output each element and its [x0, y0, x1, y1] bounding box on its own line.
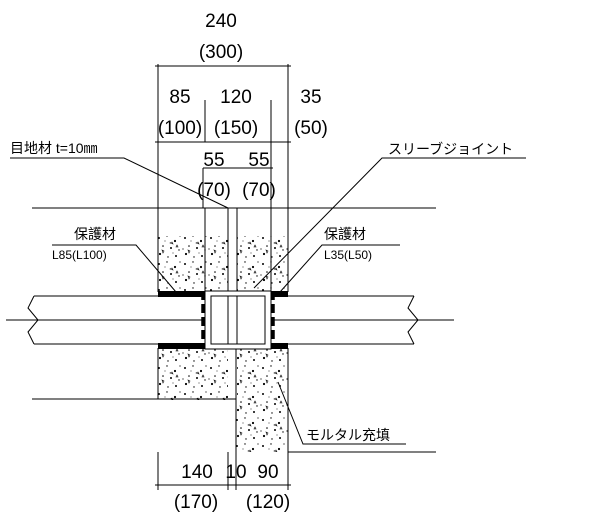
label-protector-left-size: L85(L100)	[52, 248, 107, 262]
dim-gap-right: 55	[248, 150, 269, 171]
dim-top-right: 35	[300, 87, 321, 108]
leader-lines	[10, 157, 526, 445]
dim-bottom-right: 90	[257, 462, 278, 483]
dim-bottom-mid: 10	[225, 462, 246, 483]
dim-top-mid: 120	[220, 87, 252, 108]
dim-gap-right-alt: (70)	[242, 180, 276, 201]
dimension-lines	[155, 64, 291, 490]
dim-top-mid-alt: (150)	[214, 118, 258, 139]
dim-top-left-alt: (100)	[158, 118, 202, 139]
dim-top-left: 85	[169, 87, 190, 108]
label-protector-left: 保護材	[74, 226, 116, 242]
dim-gap-left: 55	[203, 150, 224, 171]
sleeve-joint	[201, 290, 275, 350]
protector-bands	[158, 291, 288, 349]
label-joint-filler: 目地材 t=10㎜	[10, 140, 98, 156]
label-sleeve-joint: スリーブジョイント	[388, 141, 513, 157]
slab-outline	[32, 207, 436, 453]
dim-total: 240	[205, 11, 237, 32]
label-protector-right-size: L35(L50)	[324, 248, 372, 262]
dim-bottom-left: 140	[181, 462, 213, 483]
label-protector-right: 保護材	[324, 226, 366, 242]
dim-gap-left-alt: (70)	[197, 180, 231, 201]
label-mortar-fill: モルタル充填	[306, 427, 390, 443]
dim-total-alt: (300)	[199, 42, 243, 63]
annotation-labels: 目地材 t=10㎜ スリーブジョイント 保護材 L85(L100) 保護材 L3…	[10, 140, 513, 443]
concrete-slab	[158, 236, 288, 452]
dim-top-right-alt: (50)	[294, 118, 328, 139]
dim-bottom-left-alt: (170)	[174, 492, 218, 513]
dim-bottom-right-alt: (120)	[246, 492, 290, 513]
dimension-texts: 240 (300) 85 (100) 120 (150) 35 (50) 55 …	[158, 11, 328, 513]
